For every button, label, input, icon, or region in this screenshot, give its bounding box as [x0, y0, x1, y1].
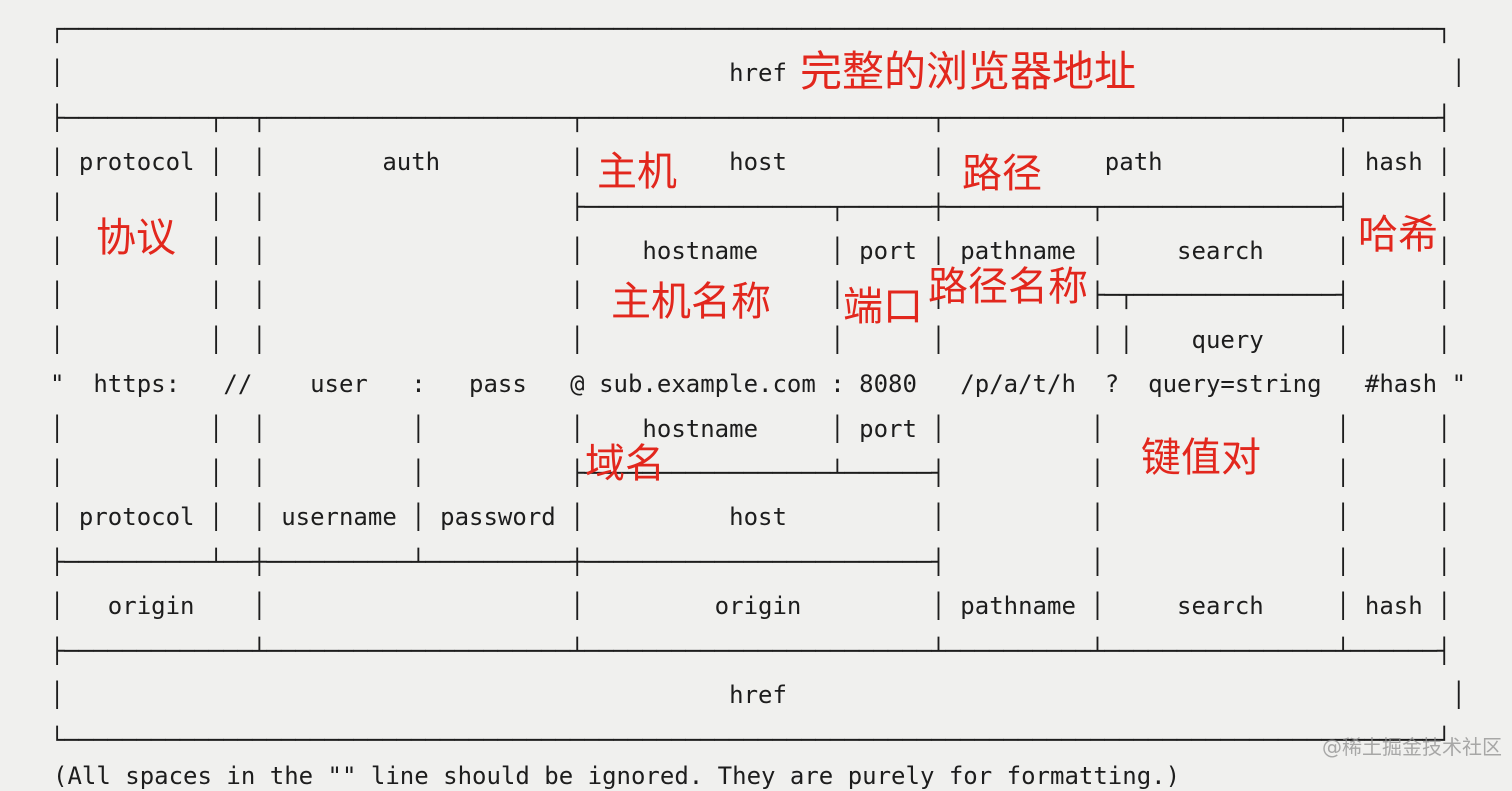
url-anatomy-ascii-diagram: ┌───────────────────────────────────────… [50, 15, 1467, 754]
annotation-hash: 哈希 [1358, 212, 1438, 258]
annotation-path: 路径 [962, 151, 1042, 197]
annotation-port: 端口 [843, 284, 923, 330]
annotation-host: 主机 [597, 149, 677, 195]
annotation-pathname: 路径名称 [928, 264, 1088, 310]
annotation-protocol: 协议 [96, 215, 176, 261]
annotation-hostname: 主机名称 [611, 279, 771, 325]
annotation-domain: 域名 [585, 441, 665, 487]
diagram-footnote: (All spaces in the "" line should be ign… [53, 762, 1181, 790]
watermark: @稀土掘金技术社区 [1322, 735, 1502, 759]
annotation-key-value: 键值对 [1141, 435, 1261, 481]
annotation-full-address: 完整的浏览器地址 [800, 47, 1137, 96]
